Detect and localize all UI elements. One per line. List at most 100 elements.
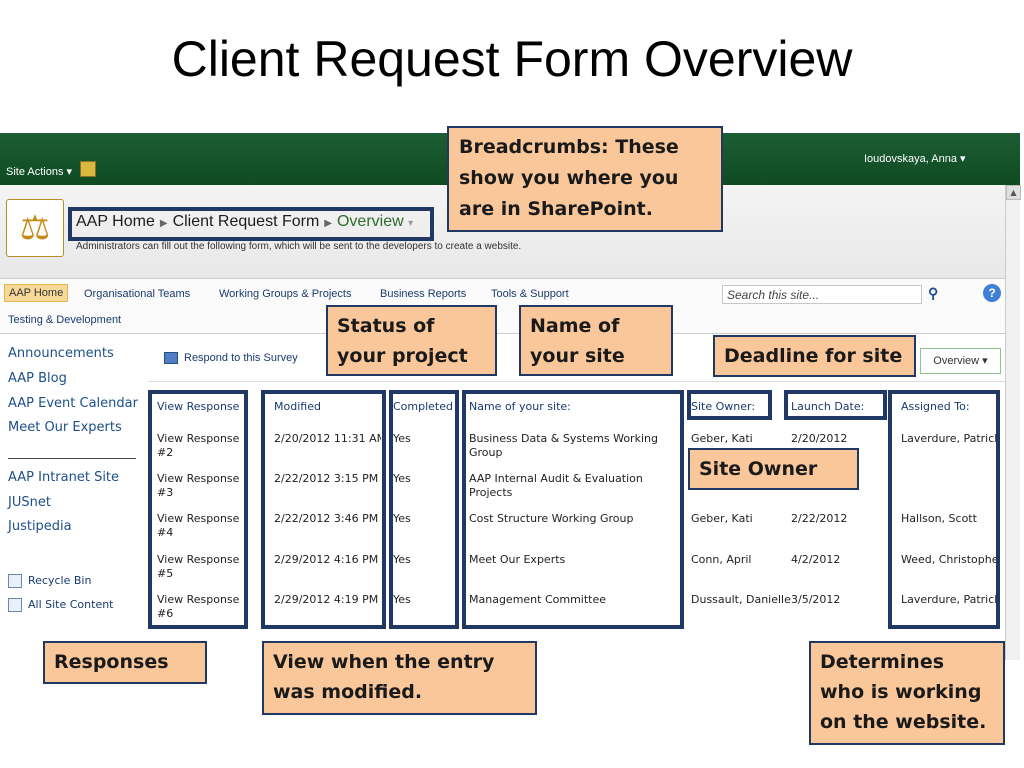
nav-aap-home[interactable]: AAP Home: [4, 284, 69, 302]
help-icon[interactable]: ?: [983, 284, 1001, 302]
nav-business-reports[interactable]: Business Reports: [380, 288, 467, 300]
vertical-scrollbar[interactable]: ▲: [1005, 185, 1021, 660]
callout-site-owner: Site Owner: [688, 448, 859, 490]
completed-cell: Yes: [393, 553, 411, 566]
sidebar-item-meet-experts[interactable]: Meet Our Experts: [8, 420, 122, 435]
breadcrumb-separator-icon: ▶: [324, 218, 332, 229]
assigned-to-cell: Laverdure, Patrick: [901, 593, 996, 606]
page-description: Administrators can fill out the followin…: [76, 241, 522, 252]
breadcrumb-list[interactable]: Client Request Form: [172, 213, 320, 230]
breadcrumb: AAP Home ▶ Client Request Form ▶ Overview ▾: [76, 213, 413, 231]
completed-cell: Yes: [393, 512, 411, 525]
column-header-completed[interactable]: Completed: [393, 400, 453, 413]
modified-cell: 2/29/2012 4:16 PM: [274, 553, 379, 566]
user-menu[interactable]: Ioudovskaya, Anna ▾: [864, 153, 966, 165]
completed-cell: Yes: [393, 432, 411, 445]
callout-breadcrumbs: Breadcrumbs: These show you where you ar…: [447, 126, 723, 232]
site-name-highlight-box: [462, 390, 684, 629]
assigned-to-cell: Hallson, Scott: [901, 512, 977, 525]
modified-cell: 2/22/2012 3:15 PM: [274, 472, 379, 485]
sidebar-divider: [8, 458, 136, 459]
site-actions-menu[interactable]: Site Actions ▾: [6, 166, 73, 178]
responses-list: View Response Modified Completed Name of…: [148, 382, 1020, 660]
site-name-cell: AAP Internal Audit & Evaluation Projects: [469, 472, 643, 499]
view-response-link[interactable]: View Response #3: [157, 472, 240, 499]
document-icon: [8, 598, 22, 612]
launch-date-cell: 3/5/2012: [791, 593, 841, 606]
view-response-link[interactable]: View Response #5: [157, 553, 240, 580]
sidebar-item-event-calendar[interactable]: AAP Event Calendar: [8, 396, 138, 411]
breadcrumb-home[interactable]: AAP Home: [76, 213, 155, 230]
modified-cell: 2/22/2012 3:46 PM: [274, 512, 379, 525]
callout-modified: View when the entry was modified.: [262, 641, 537, 715]
view-response-link[interactable]: View Response #2: [157, 432, 240, 459]
all-site-content-label: All Site Content: [28, 598, 114, 611]
responses-highlight-box: [148, 390, 248, 629]
modified-highlight-box: [261, 390, 386, 629]
launch-date-highlight-box: [784, 390, 887, 420]
sidebar-item-jusnet[interactable]: JUSnet: [8, 495, 51, 510]
recycle-bin-label: Recycle Bin: [28, 574, 92, 587]
view-selector[interactable]: Overview ▾: [920, 348, 1001, 374]
list-toolbar: Respond to this Survey Overview ▾: [148, 334, 1020, 382]
site-owner-cell: Geber, Kati: [691, 512, 753, 525]
recycle-bin-link[interactable]: Recycle Bin: [8, 574, 91, 588]
modified-cell: 2/20/2012 11:31 AM: [274, 432, 381, 445]
recycle-bin-icon: [8, 574, 22, 588]
chevron-down-icon[interactable]: ▾: [408, 218, 414, 229]
completed-cell: Yes: [393, 593, 411, 606]
callout-site-name: Name of your site: [519, 305, 673, 376]
view-response-link[interactable]: View Response #4: [157, 512, 240, 539]
breadcrumb-highlight-box: [68, 207, 434, 241]
column-header-launch-date[interactable]: Launch Date:: [791, 400, 865, 413]
nav-organisational-teams[interactable]: Organisational Teams: [84, 288, 191, 300]
column-header-view-response[interactable]: View Response: [157, 400, 240, 413]
column-header-assigned-to[interactable]: Assigned To:: [901, 400, 970, 413]
assigned-to-cell: Laverdure, Patrick: [901, 432, 996, 445]
launch-date-cell: 2/22/2012: [791, 512, 848, 525]
site-name-cell: Cost Structure Working Group: [469, 512, 634, 525]
assigned-highlight-box: [888, 390, 1000, 629]
sidebar-item-aap-blog[interactable]: AAP Blog: [8, 371, 67, 386]
modified-cell: 2/29/2012 4:19 PM: [274, 593, 379, 606]
site-logo: ⚖: [6, 199, 64, 257]
launch-date-cell: 4/2/2012: [791, 553, 841, 566]
site-owner-cell: Conn, April: [691, 553, 752, 566]
callout-responses: Responses: [43, 641, 207, 684]
quick-launch: Announcements AAP Blog AAP Event Calenda…: [0, 334, 148, 660]
respond-survey-label: Respond to this Survey: [184, 352, 298, 364]
site-name-cell: Meet Our Experts: [469, 553, 566, 566]
slide-title: Client Request Form Overview: [171, 31, 853, 87]
completed-highlight-box: [389, 390, 459, 629]
site-name-cell: Management Committee: [469, 593, 607, 606]
scroll-up-icon[interactable]: ▲: [1006, 185, 1021, 200]
assigned-to-cell: Weed, Christopher: [901, 553, 996, 566]
sidebar-item-justipedia[interactable]: Justipedia: [8, 519, 72, 534]
respond-survey-button[interactable]: Respond to this Survey: [164, 352, 298, 365]
launch-date-cell: 2/20/2012: [791, 432, 848, 445]
breadcrumb-current[interactable]: Overview: [336, 213, 404, 230]
view-response-link[interactable]: View Response #6: [157, 593, 240, 620]
callout-status: Status of your project: [326, 305, 497, 376]
callout-assigned: Determines who is working on the website…: [809, 641, 1005, 745]
nav-testing-development[interactable]: Testing & Development: [8, 314, 122, 326]
nav-working-groups[interactable]: Working Groups & Projects: [219, 288, 352, 300]
top-navigation: AAP Home Organisational Teams Working Gr…: [0, 278, 1020, 334]
search-icon[interactable]: ⚲: [928, 285, 939, 301]
edit-page-icon[interactable]: [80, 161, 96, 177]
completed-cell: Yes: [393, 472, 411, 485]
nav-tools-support[interactable]: Tools & Support: [491, 288, 569, 300]
column-header-modified[interactable]: Modified: [274, 400, 321, 413]
search-input[interactable]: Search this site...: [722, 285, 922, 304]
breadcrumb-separator-icon: ▶: [159, 218, 168, 229]
all-site-content-link[interactable]: All Site Content: [8, 598, 114, 612]
site-name-cell: Business Data & Systems Working Group: [469, 432, 658, 459]
site-owner-highlight-box: [687, 390, 772, 420]
column-header-site-owner[interactable]: Site Owner:: [691, 400, 756, 413]
callout-deadline: Deadline for site: [713, 335, 916, 377]
sidebar-item-intranet[interactable]: AAP Intranet Site: [8, 470, 120, 485]
survey-icon: [164, 352, 178, 365]
sidebar-item-announcements[interactable]: Announcements: [8, 346, 114, 361]
column-header-site-name[interactable]: Name of your site:: [469, 400, 571, 413]
site-owner-cell: Dussault, Danielle: [691, 593, 791, 606]
